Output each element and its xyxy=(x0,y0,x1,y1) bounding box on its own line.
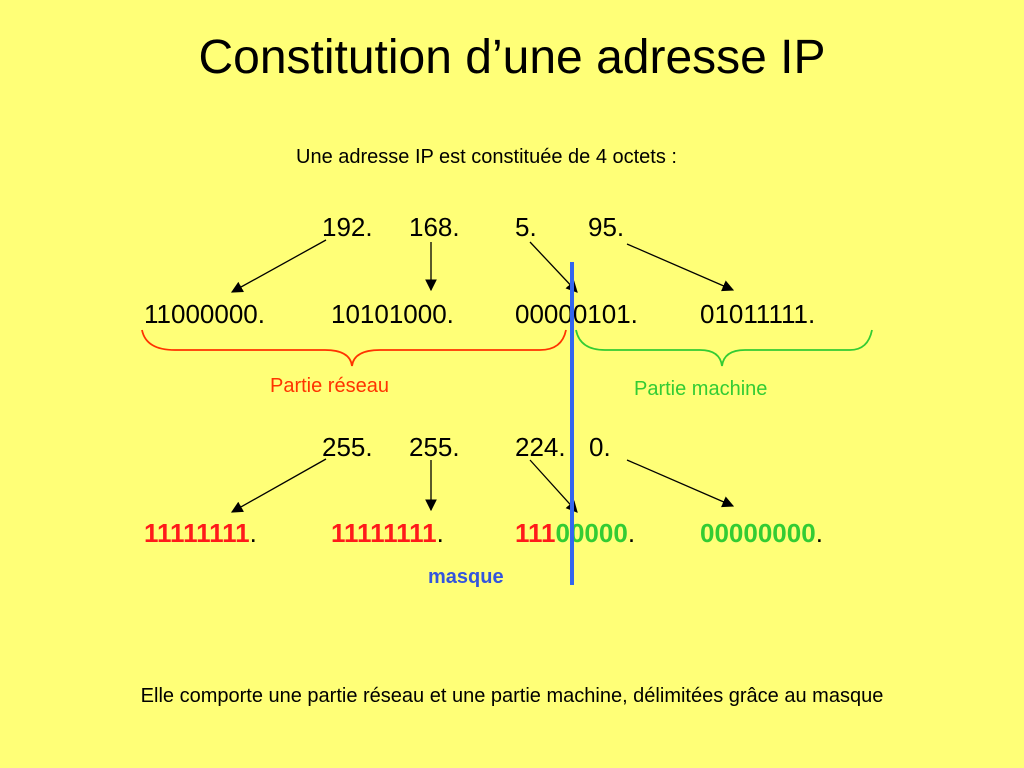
footer-note: Elle comporte une partie réseau et une p… xyxy=(140,685,884,707)
address-decimal-octet-4: 95. xyxy=(588,212,625,242)
arrow-octet-1 xyxy=(230,239,327,293)
mask-host-bits: 00000 xyxy=(555,518,628,548)
address-decimal-octet-3: 5. xyxy=(515,212,537,242)
address-binary-octet-3: 00000101. xyxy=(515,299,638,329)
mask-binary-octet-1: 11111111. xyxy=(144,518,257,549)
mask-binary-octet-2: 11111111. xyxy=(331,518,444,549)
octet-dot: . xyxy=(627,518,636,548)
address-binary-octet-1: 11000000. xyxy=(144,299,265,329)
page-title: Constitution d’une adresse IP xyxy=(198,31,826,84)
subtitle: Une adresse IP est constituée de 4 octet… xyxy=(296,146,677,168)
octet-dot: . xyxy=(815,518,823,548)
host-part-brace xyxy=(575,329,873,367)
mask-network-bits: 11111111 xyxy=(331,518,437,548)
arrow-octet-4 xyxy=(626,243,735,292)
octet-dot: . xyxy=(249,518,257,548)
mask-binary-octet-4: 00000000. xyxy=(700,518,823,549)
mask-decimal-octet-1: 255. xyxy=(322,432,373,462)
mask-decimal-octet-4: 0. xyxy=(589,432,611,462)
address-decimal-octet-1: 192. xyxy=(322,212,373,242)
host-part-label: Partie machine xyxy=(634,378,768,400)
network-part-label: Partie réseau xyxy=(270,375,389,397)
network-part-brace xyxy=(141,329,567,367)
mask-network-bits: 111 xyxy=(515,518,556,548)
address-binary-octet-4: 01011111. xyxy=(700,299,816,329)
mask-decimal-octet-3: 224. xyxy=(515,432,566,462)
mask-network-bits: 11111111 xyxy=(144,518,250,548)
mask-host-bits: 00000000 xyxy=(700,518,816,548)
mask-label: masque xyxy=(428,566,504,588)
address-decimal-octet-2: 168. xyxy=(409,212,460,242)
mask-arrow-octet-1 xyxy=(230,458,327,513)
address-binary-octet-2: 10101000. xyxy=(331,299,454,329)
octet-dot: . xyxy=(436,518,444,548)
arrow-octet-3 xyxy=(529,241,578,293)
mask-binary-octet-3: 11100000. xyxy=(515,518,635,549)
mask-arrow-octet-3 xyxy=(529,459,578,513)
mask-arrow-octet-4 xyxy=(626,459,735,508)
mask-decimal-octet-2: 255. xyxy=(409,432,460,462)
